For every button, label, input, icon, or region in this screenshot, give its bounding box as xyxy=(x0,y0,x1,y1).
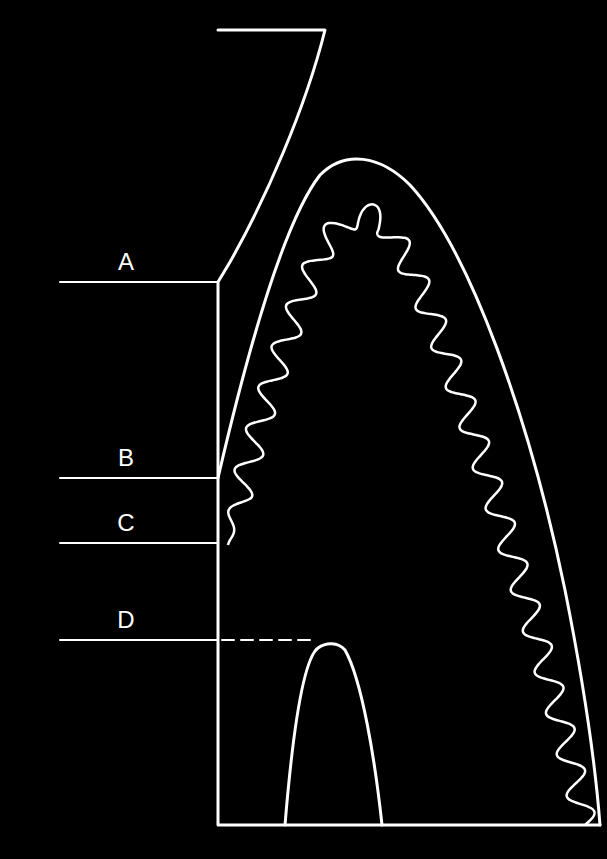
frame-outline xyxy=(218,30,600,825)
letter-label: A xyxy=(118,250,134,274)
letter-label: C xyxy=(117,511,134,535)
leader-line xyxy=(60,542,218,544)
wavy-line xyxy=(228,204,595,825)
leader-line xyxy=(60,477,218,479)
letter-label: D xyxy=(117,608,134,632)
letter-label: B xyxy=(118,446,134,470)
leader-line xyxy=(60,281,218,283)
dashed-level xyxy=(222,639,312,641)
outer-arch xyxy=(218,159,600,825)
inner-bump xyxy=(285,644,382,825)
leader-line xyxy=(60,639,218,641)
